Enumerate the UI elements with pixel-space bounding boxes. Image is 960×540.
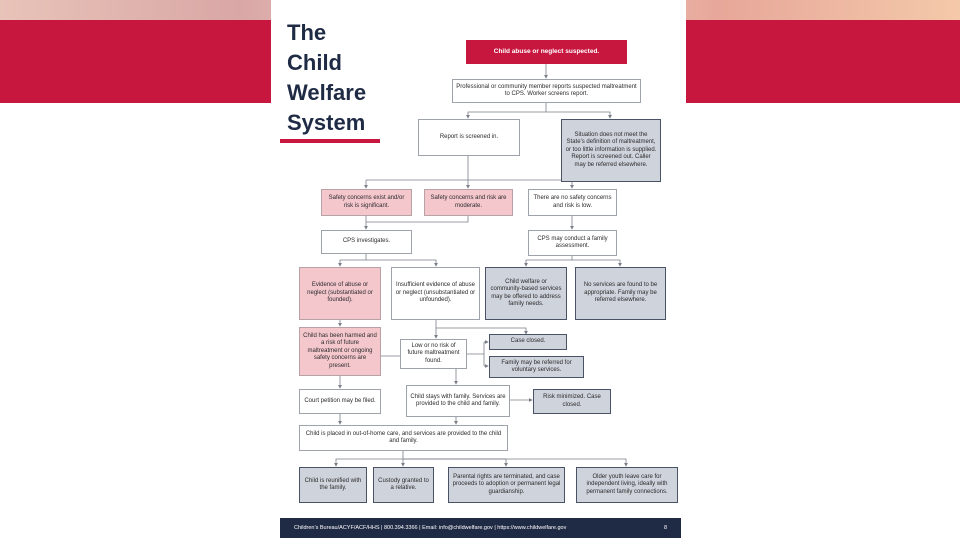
box-screened-in: Report is screened in. [418, 119, 520, 156]
box-screened-out: Situation does not meet the State’s defi… [561, 119, 661, 182]
box-safety-significant: Safety concerns exist and/or risk is sig… [321, 189, 412, 216]
footer-contact-text: Children’s Bureau/ACYF/ACF/HHS | 800.394… [294, 525, 566, 531]
box-no-safety-concerns: There are no safety concerns and risk is… [528, 189, 617, 216]
box-family-assessment: CPS may conduct a family assessment. [528, 230, 617, 256]
box-no-services: No services are found to be appropriate.… [575, 267, 666, 320]
box-parental-rights-terminated: Parental rights are terminated, and case… [448, 467, 565, 503]
box-risk-minimized: Risk minimized. Case closed. [533, 389, 611, 414]
box-insufficient-evidence: Insufficient evidence of abuse or neglec… [391, 267, 480, 320]
box-cps-investigates: CPS investigates. [321, 230, 412, 254]
box-case-closed: Case closed. [489, 334, 567, 350]
box-child-stays-with-family: Child stays with family. Services are pr… [406, 385, 510, 417]
box-custody-relative: Custody granted to a relative. [373, 467, 434, 503]
box-report-to-cps: Professional or community member reports… [452, 79, 641, 103]
box-voluntary-services: Family may be referred for voluntary ser… [489, 356, 584, 378]
box-low-risk: Low or no risk of future maltreatment fo… [400, 339, 467, 369]
box-child-harmed: Child has been harmed and a risk of futu… [299, 327, 381, 376]
box-safety-moderate: Safety concerns and risk are moderate. [424, 189, 513, 216]
box-community-services: Child welfare or community-based service… [485, 267, 567, 320]
footer-bar: Children’s Bureau/ACYF/ACF/HHS | 800.394… [280, 518, 681, 538]
page-number: 8 [664, 525, 667, 531]
box-evidence-found: Evidence of abuse or neglect (substantia… [299, 267, 381, 320]
box-older-youth: Older youth leave care for independent l… [576, 467, 678, 503]
box-reunified: Child is reunified with the family. [299, 467, 367, 503]
box-out-of-home-care: Child is placed in out-of-home care, and… [299, 425, 508, 451]
box-court-petition: Court petition may be filed. [299, 389, 381, 414]
box-abuse-suspected: Child abuse or neglect suspected. [466, 40, 627, 64]
